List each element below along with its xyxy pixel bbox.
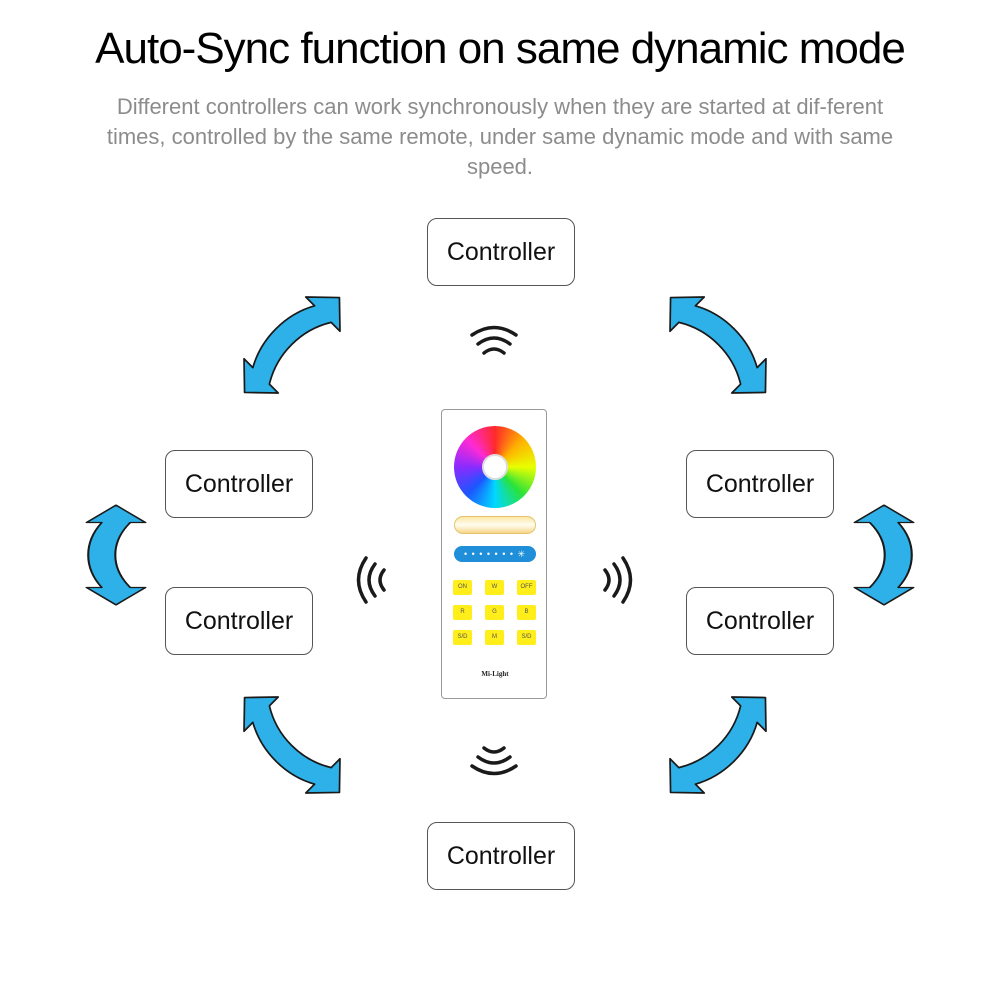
- remote-key-speed-left: S/D: [453, 630, 472, 645]
- remote-key-on: ON: [453, 580, 472, 595]
- controller-right-upper: Controller: [686, 450, 834, 518]
- signal-waves-right-icon: [603, 556, 633, 604]
- signal-waves-left-icon: [356, 556, 386, 604]
- sync-arrow-top-left: [226, 279, 358, 411]
- remote-key-b: B: [517, 605, 536, 620]
- signal-waves-bottom-icon: [470, 746, 518, 776]
- remote-key-r: R: [453, 605, 472, 620]
- sync-arrow-bottom-right: [652, 679, 784, 811]
- controller-left-upper: Controller: [165, 450, 313, 518]
- remote-key-speed-right: S/D: [517, 630, 536, 645]
- controller-top: Controller: [427, 218, 575, 286]
- remote-key-off: OFF: [517, 580, 536, 595]
- remote-control: • • • • • • • ✳ ON W OFF R G B S/D M S/D…: [441, 409, 547, 699]
- sync-arrow-right: [853, 504, 915, 606]
- remote-key-w: W: [485, 580, 504, 595]
- sync-arrow-left: [85, 504, 147, 606]
- brightness-slider: • • • • • • • ✳: [454, 546, 536, 562]
- remote-key-g: G: [485, 605, 504, 620]
- color-wheel-center: [482, 454, 508, 480]
- page-title: Auto-Sync function on same dynamic mode: [95, 24, 906, 73]
- color-wheel: [454, 426, 536, 508]
- sync-arrow-top-right: [652, 279, 784, 411]
- controller-bottom: Controller: [427, 822, 575, 890]
- brand-logo: Mi-Light: [481, 670, 509, 678]
- signal-waves-top-icon: [470, 325, 518, 355]
- sync-arrow-bottom-left: [226, 679, 358, 811]
- controller-left-lower: Controller: [165, 587, 313, 655]
- color-temperature-slider: [454, 516, 536, 534]
- controller-right-lower: Controller: [686, 587, 834, 655]
- page-description: Different controllers can work synchrono…: [106, 94, 894, 179]
- remote-key-m: M: [485, 630, 504, 645]
